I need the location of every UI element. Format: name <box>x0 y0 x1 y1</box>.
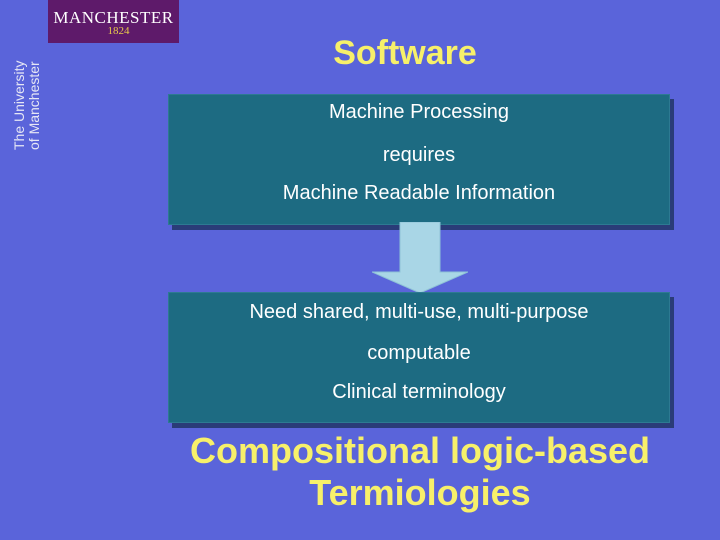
slide-title: Software <box>333 34 477 72</box>
box2-line3: Clinical terminology <box>332 381 506 403</box>
box2-line2: computable <box>367 342 471 364</box>
box1-line1: Machine Processing <box>328 101 510 123</box>
need-box: Need shared, multi-use, multi-purpose co… <box>168 292 670 423</box>
university-vertical-text: The University of Manchester <box>11 40 46 150</box>
box2-line1: Need shared, multi-use, multi-purpose <box>249 301 589 323</box>
conclusion-line2: Termiologies <box>309 472 531 513</box>
box1-line2: requires <box>382 144 456 166</box>
logo-name: MANCHESTER <box>53 8 174 27</box>
down-arrow-icon <box>372 222 468 293</box>
conclusion-line1: Compositional logic-based <box>189 430 651 471</box>
university-vertical-line1: The University <box>11 60 27 150</box>
box1-line3: Machine Readable Information <box>282 182 556 204</box>
university-logo: MANCHESTER 1824 <box>48 0 179 43</box>
university-vertical-line2: of Manchester <box>26 61 42 150</box>
conclusion-text: Compositional logic-based Termiologies <box>130 430 710 514</box>
logo-year: 1824 <box>107 25 130 37</box>
requirement-box: Machine Processing requires Machine Read… <box>168 94 670 225</box>
